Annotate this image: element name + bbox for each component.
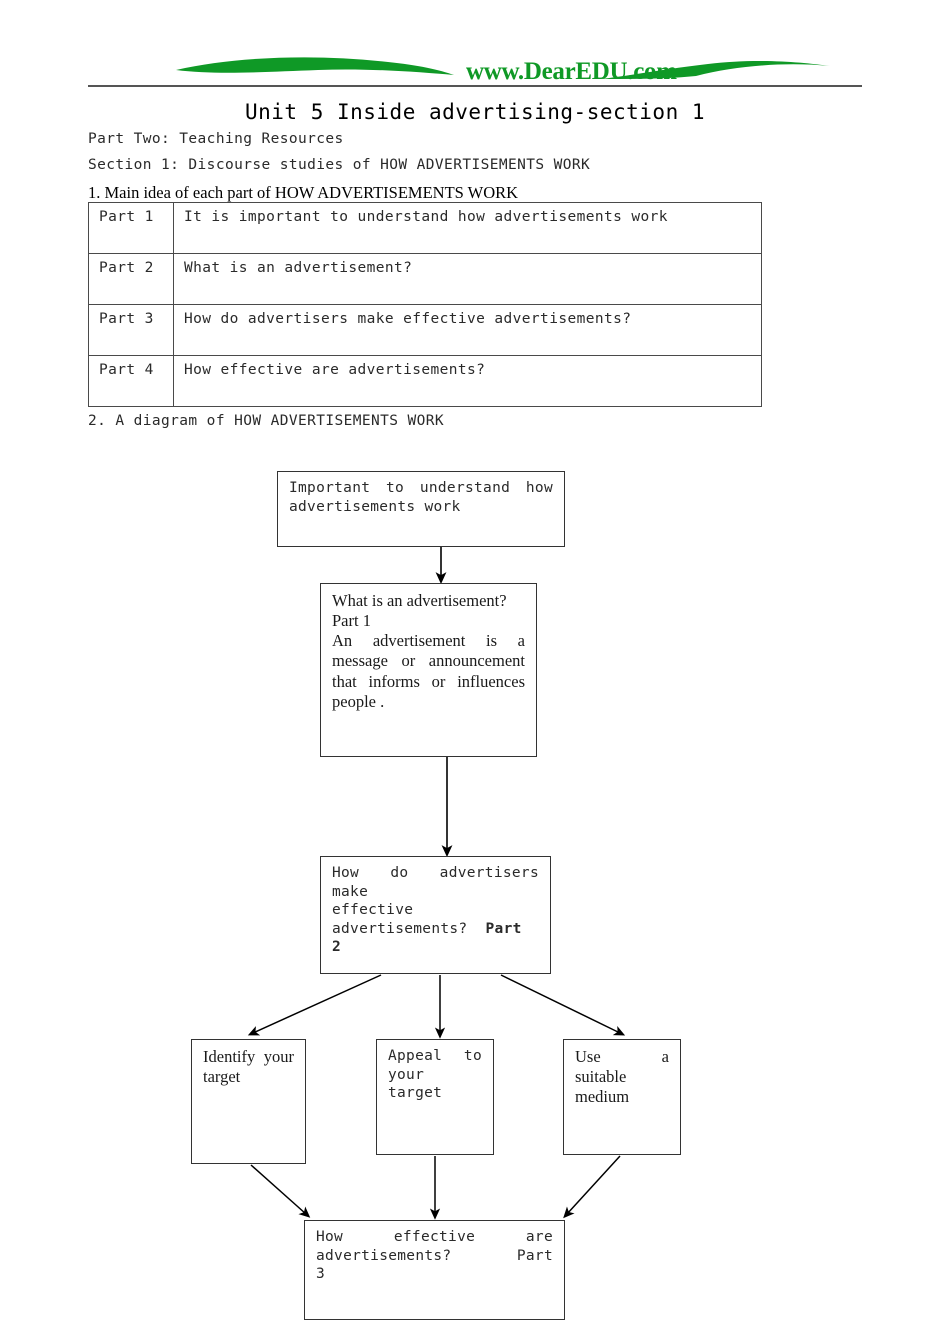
flow-box-part-label: Part 2 — [332, 920, 522, 956]
flow-box-line: advertisements work — [289, 498, 461, 515]
table-cell-idea: What is an advertisement? — [173, 253, 762, 305]
flow-box-important-to-understand: Important to understand how advertisemen… — [277, 471, 565, 547]
flow-box-line: 3 — [316, 1266, 326, 1283]
table-cell-idea: How effective are advertisements? — [173, 355, 762, 407]
flow-box-line: Important to understand how — [289, 480, 553, 496]
logo-text: www.DearEDU.com — [466, 58, 677, 85]
flow-box-line-with-part: advertisements? Part 2 — [332, 920, 539, 957]
flow-box-line: Identify your — [203, 1047, 294, 1066]
table-cell-part: Part 3 — [88, 304, 174, 356]
connector-identify-to-bottom — [250, 1164, 311, 1218]
heading-diagram: 2. A diagram of HOW ADVERTISEMENTS WORK — [88, 413, 445, 429]
flow-box-line: effective — [332, 902, 414, 919]
flow-box-what-is-an-advertisement: What is an advertisement? Part 1 An adve… — [320, 583, 537, 757]
flow-box-how-do-advertisers: How do advertisers make effective advert… — [320, 856, 551, 974]
logo-wave-right — [600, 60, 830, 79]
flow-box-use-a-suitable-medium: Use a suitable medium — [563, 1039, 681, 1155]
connector-how-to-identify — [247, 974, 382, 1036]
flow-box-line: How do advertisers make — [332, 865, 539, 900]
flow-box-line: Part 1 — [332, 611, 371, 631]
site-banner: www.DearEDU.com — [88, 48, 862, 88]
flow-box-line: target — [388, 1085, 443, 1102]
intro-line-section-one: Section 1: Discourse studies of HOW ADVE… — [88, 157, 591, 173]
flow-box-how-effective-are-advertisements: How effective are advertisements? Part 3 — [304, 1220, 565, 1320]
table-cell-part: Part 4 — [88, 355, 174, 407]
flow-box-line: medium — [575, 1087, 630, 1107]
flow-box-line: Appeal to — [388, 1048, 482, 1064]
flow-box-line: people . — [332, 691, 385, 711]
connector-medium-to-bottom — [563, 1155, 621, 1219]
table-row: Part 1 It is important to understand how… — [88, 202, 762, 254]
table-row: Part 2 What is an advertisement? — [88, 253, 762, 305]
flow-box-line: What is an advertisement? — [332, 591, 507, 610]
flow-box-line: An advertisement is a — [332, 631, 525, 651]
header-divider — [88, 85, 862, 87]
table-cell-part: Part 1 — [88, 202, 174, 254]
table-row: Part 4 How effective are advertisements? — [88, 355, 762, 407]
flow-box-line: Use a — [575, 1047, 669, 1066]
flow-box-line: How effective are — [316, 1229, 553, 1245]
heading-main-idea: 1. Main idea of each part of HOW ADVERTI… — [88, 183, 519, 202]
flow-box-appeal-to-your-target: Appeal to your target — [376, 1039, 494, 1155]
intro-line-part-two: Part Two: Teaching Resources — [88, 131, 344, 147]
flow-box-line: suitable — [575, 1067, 627, 1087]
flow-box-line: target — [203, 1067, 241, 1087]
flow-box-line: that informs or influences — [332, 671, 525, 691]
logo-wave-left — [176, 57, 454, 75]
flow-box-line: your — [388, 1066, 425, 1083]
main-idea-table: Part 1 It is important to understand how… — [88, 202, 762, 407]
flow-box-line-text: advertisements? — [332, 920, 468, 937]
table-cell-idea: How do advertisers make effective advert… — [173, 304, 762, 356]
table-cell-part: Part 2 — [88, 253, 174, 305]
flow-box-identify-your-target: Identify your target — [191, 1039, 306, 1164]
table-cell-idea: It is important to understand how advert… — [173, 202, 762, 254]
dearedu-logo: www.DearEDU.com — [176, 57, 830, 85]
connector-how-to-medium — [500, 974, 626, 1036]
table-row: Part 3 How do advertisers make effective… — [88, 304, 762, 356]
flow-box-line: message or announcement — [332, 651, 525, 671]
page-title: Unit 5 Inside advertising-section 1 — [244, 100, 705, 124]
flow-box-line: advertisements? Part — [316, 1247, 553, 1264]
